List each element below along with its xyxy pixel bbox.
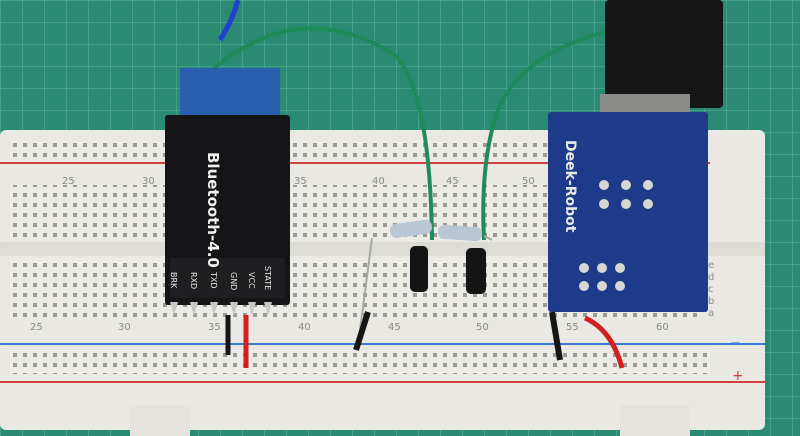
blue-wire [217, 0, 241, 42]
pin-label-rxd: RXD [189, 272, 198, 290]
resistor-left [389, 219, 432, 238]
top-number-50: 50 [522, 176, 535, 187]
pin-label-state: STATE [263, 266, 272, 291]
bottom-number-30: 30 [118, 322, 131, 333]
bluetooth-title: Bluetooth-4.0 [204, 152, 222, 268]
bottom-number-60: 60 [656, 322, 669, 333]
pin-label-brk: BRK [169, 272, 178, 289]
bottom-number-35: 35 [208, 322, 221, 333]
top-number-30: 30 [142, 176, 155, 187]
capacitor-right [466, 248, 486, 294]
pin-label-vcc: VCC [247, 272, 256, 289]
robot-pads [579, 180, 653, 291]
bluetooth-module [165, 115, 290, 305]
row-letter-d: d [708, 272, 715, 283]
bluetooth-pin-heads [170, 302, 272, 316]
deek-robot-module [548, 112, 708, 312]
green-wire-right [481, 30, 606, 241]
usb-connector [605, 0, 723, 108]
rail-minus-sign: − [730, 336, 741, 351]
black-wire-robot [549, 311, 563, 361]
bottom-number-40: 40 [298, 322, 311, 333]
top-number-40: 40 [372, 176, 385, 187]
row-letter-c: c [708, 284, 714, 295]
top-number-35: 35 [294, 176, 307, 187]
bottom-number-55: 55 [566, 322, 579, 333]
row-letter-a: a [708, 308, 715, 319]
row-letter-b: b [708, 296, 715, 307]
black-wire-middle [353, 311, 371, 351]
robot-brand: Deek-Robot [562, 140, 578, 233]
top-number-25: 25 [62, 176, 75, 187]
bottom-number-25: 25 [30, 322, 43, 333]
capacitor-left [410, 246, 428, 292]
green-wire-left [210, 26, 434, 241]
pin-label-txd: TXD [209, 272, 218, 289]
resistor-right [437, 224, 483, 242]
bottom-number-50: 50 [476, 322, 489, 333]
bottom-rail-holes [10, 350, 710, 374]
red-wire-robot [583, 315, 625, 369]
pin-label-gnd: GND [229, 272, 238, 291]
rail-plus-sign: + [732, 368, 744, 384]
row-letter-e: e [708, 260, 715, 271]
bluetooth-antenna-board [180, 68, 280, 124]
top-number-45: 45 [446, 176, 459, 187]
bottom-number-45: 45 [388, 322, 401, 333]
